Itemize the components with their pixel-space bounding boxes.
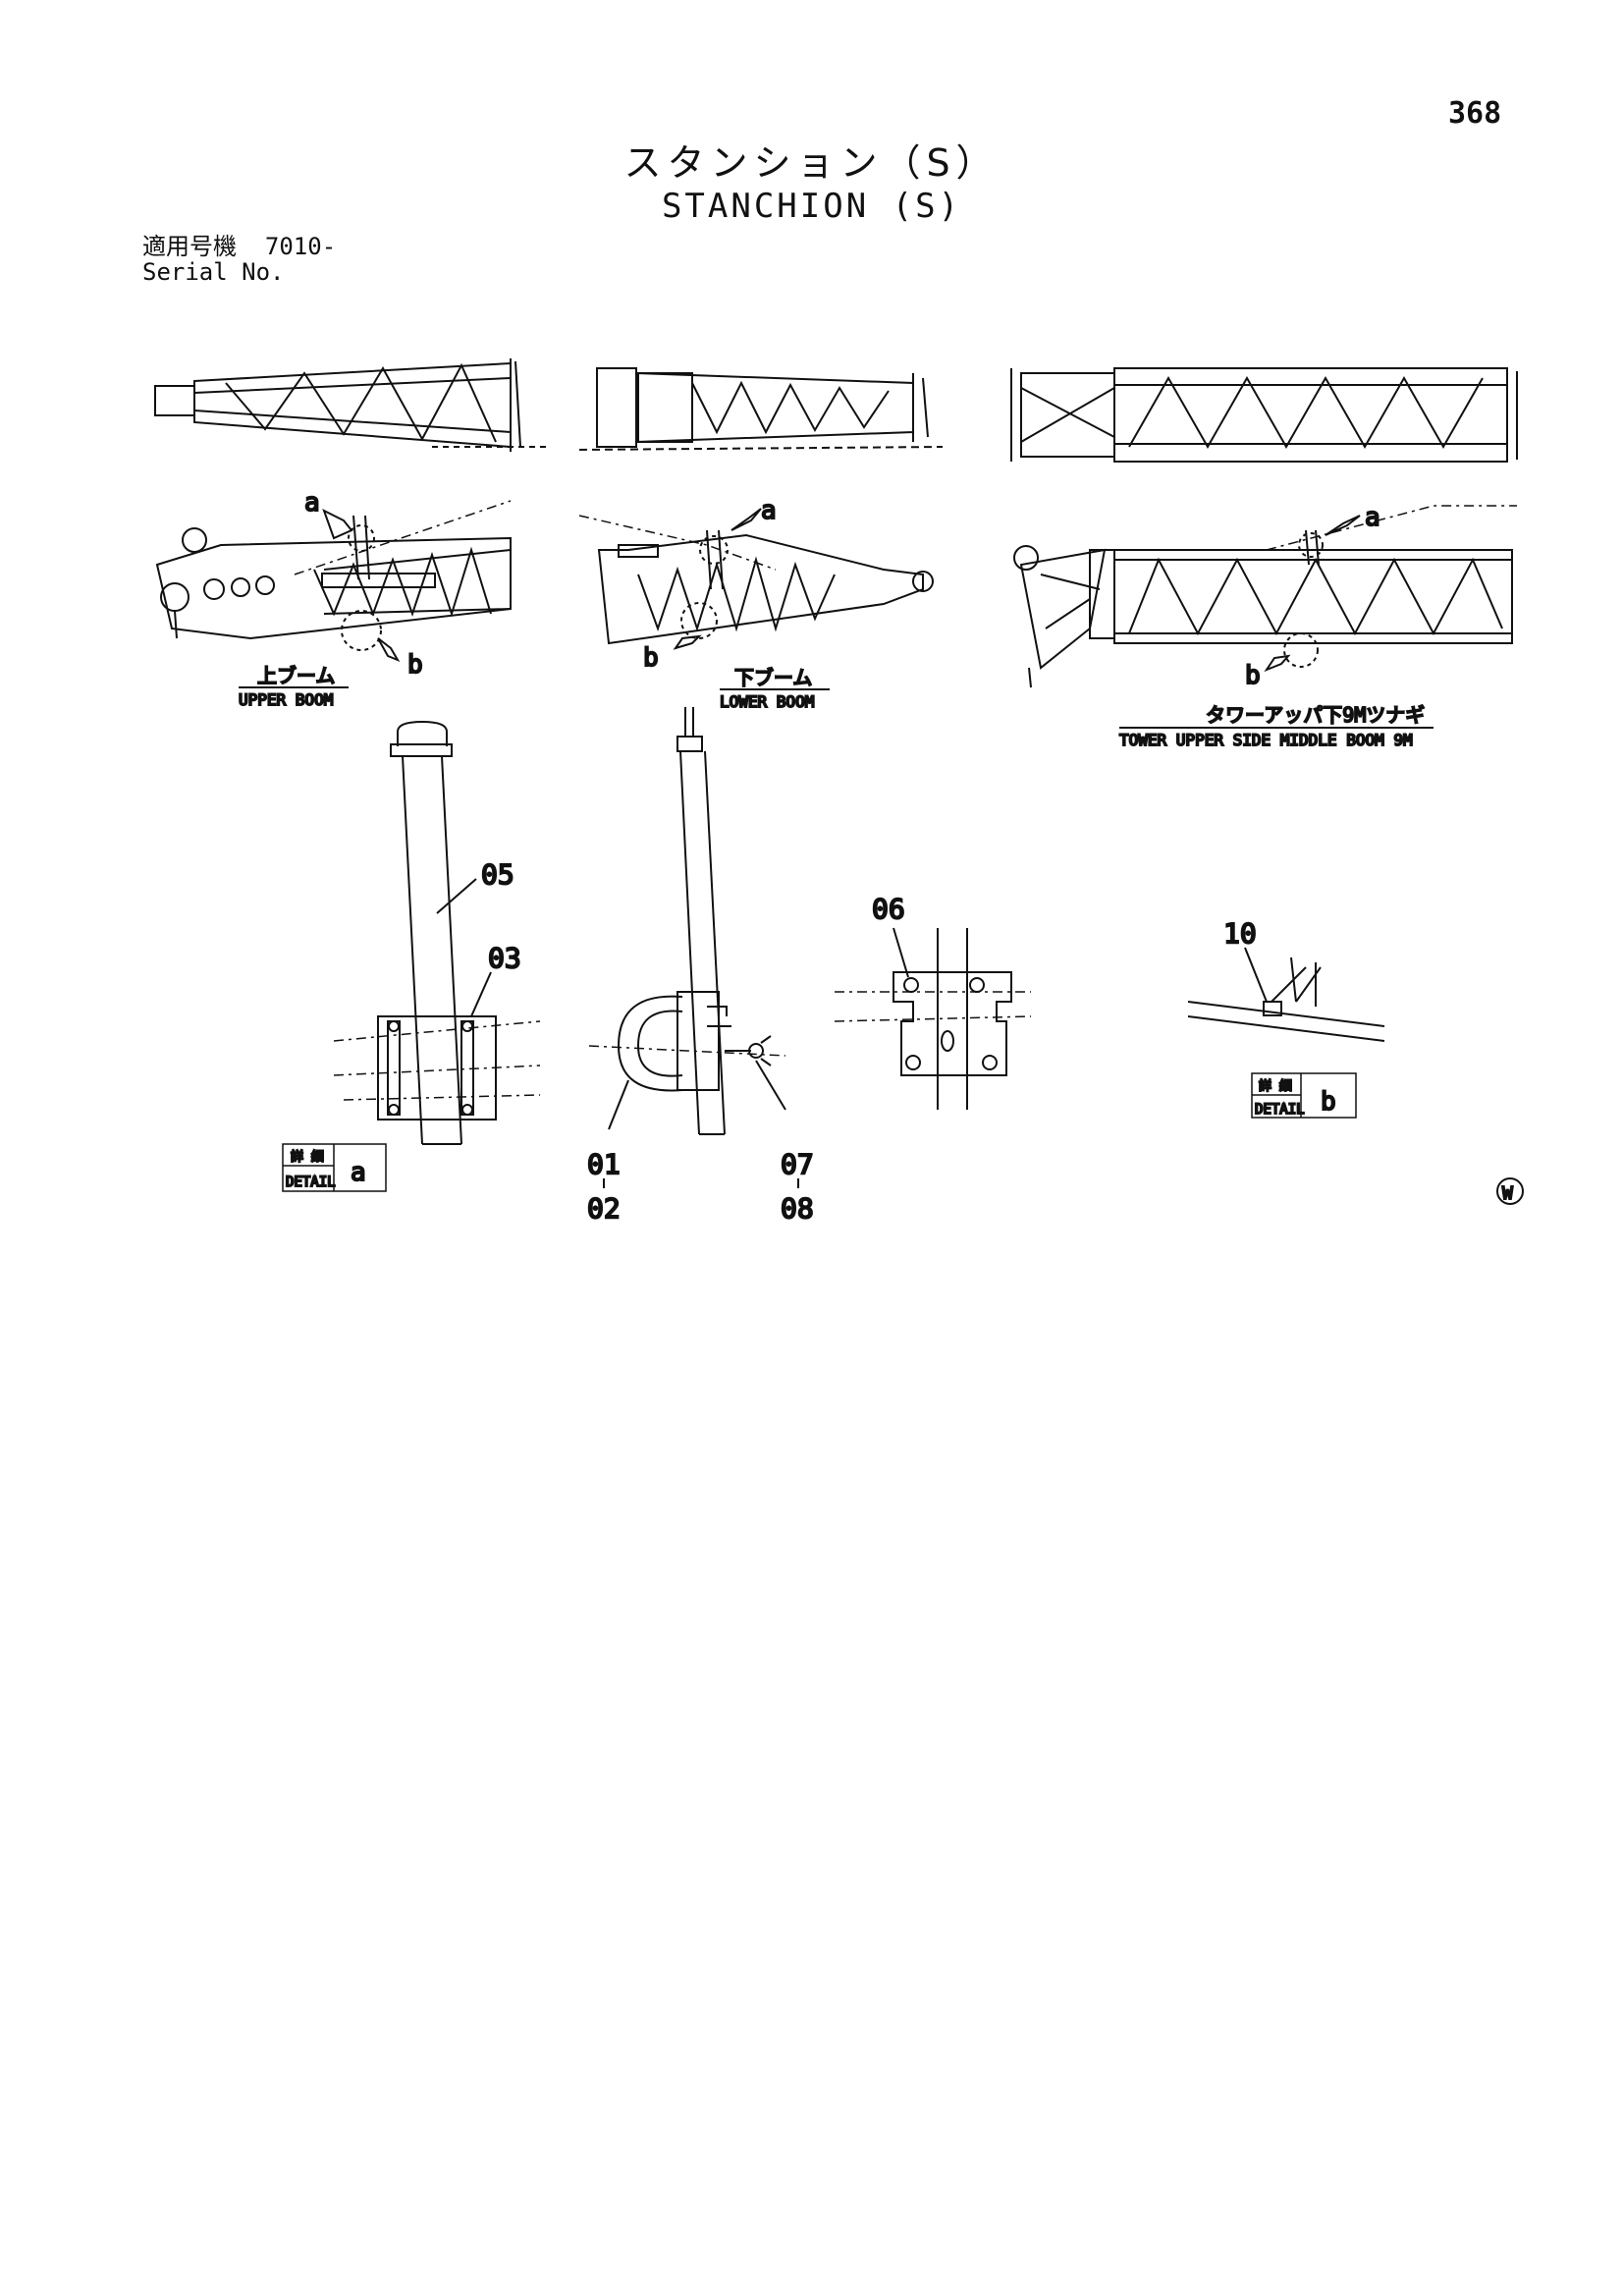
- lower-boom-marker-b: b: [643, 643, 659, 673]
- lower-boom-top-view: [578, 367, 944, 451]
- page-number: 368: [1448, 96, 1502, 131]
- detail-a-box: [282, 1143, 387, 1192]
- serial-label-en: Serial No.: [142, 258, 285, 286]
- callout-02: 02: [587, 1192, 621, 1225]
- lower-boom-label-en: LOWER BOOM: [720, 692, 814, 711]
- detail-a-drawing: [333, 720, 541, 1145]
- detail-b-drawing: [1187, 947, 1385, 1042]
- callout-05: 05: [481, 858, 514, 891]
- callout-06: 06: [872, 893, 905, 925]
- title-japanese: スタンション（S）: [623, 141, 1000, 185]
- upper-boom-label-en: UPPER BOOM: [239, 690, 333, 709]
- detail-b-label-en: DETAIL: [1255, 1102, 1305, 1118]
- serial-block: 適用号機 7010- Serial No.: [142, 234, 336, 285]
- detail-a-letter: a: [351, 1158, 366, 1187]
- tower-boom-label-ja: タワーアッパ下9Mツナギ: [1206, 703, 1425, 727]
- title-english: STANCHION (S): [661, 187, 962, 226]
- detail-a-label-ja: 詳 細: [291, 1149, 324, 1165]
- tower-boom-label-en: TOWER UPPER SIDE MIDDLE BOOM 9M: [1119, 731, 1413, 749]
- lower-boom-label-ja: 下ブーム: [734, 666, 812, 689]
- lower-boom-marker-a: a: [761, 496, 777, 525]
- detail-b-box: [1251, 1072, 1357, 1119]
- watermark-circle: [1496, 1177, 1524, 1205]
- callout-07: 07: [781, 1148, 814, 1180]
- upper-boom-marker-b: b: [407, 650, 423, 680]
- detail-a-label-en: DETAIL: [286, 1175, 336, 1190]
- detail-b-label-ja: 詳 細: [1259, 1078, 1292, 1094]
- callout-10: 10: [1223, 917, 1257, 950]
- serial-label-ja: 適用号機: [142, 233, 237, 260]
- upper-boom-label-ja: 上ブーム: [257, 664, 335, 687]
- upper-boom-side-view: [155, 500, 512, 663]
- tower-middle-boom-top-view: [1010, 367, 1518, 463]
- tower-boom-marker-b: b: [1245, 661, 1261, 690]
- upper-boom-top-view: [154, 358, 550, 452]
- detail-b-letter: b: [1321, 1087, 1336, 1117]
- stanchion-clamp-drawing: [588, 707, 799, 1188]
- plate-detail-drawing: [834, 927, 1032, 1110]
- tower-middle-boom-side-view: [1013, 505, 1517, 688]
- callout-03: 03: [488, 942, 521, 974]
- watermark-letter: W: [1502, 1183, 1513, 1204]
- tower-boom-marker-a: a: [1365, 503, 1380, 532]
- upper-boom-marker-a: a: [304, 488, 320, 518]
- lower-boom-side-view: [578, 508, 934, 650]
- callout-08: 08: [781, 1192, 814, 1225]
- serial-value: 7010-: [264, 233, 337, 260]
- callout-01: 01: [587, 1148, 621, 1180]
